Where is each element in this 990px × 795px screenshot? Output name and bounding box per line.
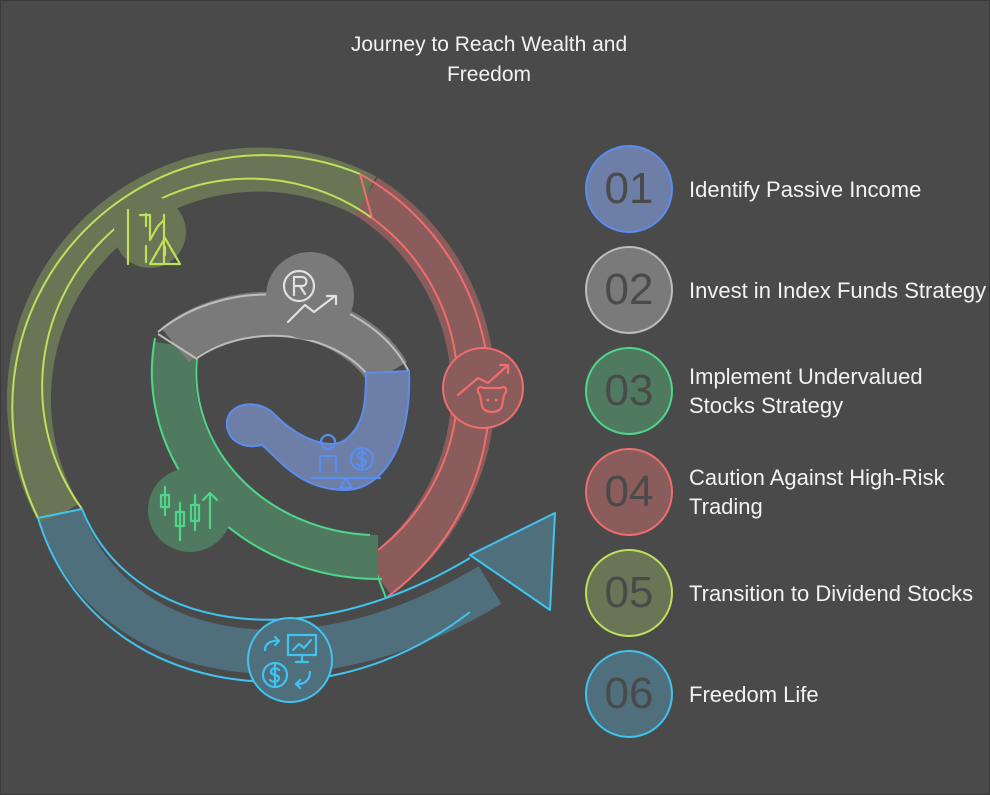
spiral-segment-05: [6, 147, 377, 527]
step-05: 05 Transition to Dividend Stocks: [585, 549, 985, 637]
step-04-number: 04: [585, 448, 673, 536]
step-03-number: 03: [585, 347, 673, 435]
step-05-number: 05: [585, 549, 673, 637]
title-line-2: Freedom: [446, 63, 532, 86]
step-05-label: Transition to Dividend Stocks: [689, 580, 974, 606]
step-01-label: Identify Passive Income: [689, 176, 922, 202]
arrow-head: [469, 512, 556, 611]
step-01-number: 01: [585, 145, 673, 233]
diagram-title: Journey to Reach Wealth and Freedom: [289, 30, 689, 90]
step-03-label: Implement Undervalued Stocks Strategy: [689, 364, 923, 418]
candlestick-chart-icon: [148, 468, 232, 552]
money-exchange-icon: [247, 617, 333, 703]
person-scale-dollar-icon: [310, 433, 382, 490]
step-04: 04 Caution Against High-Risk Trading: [585, 448, 985, 536]
title-line-1: Journey to Reach Wealth and: [350, 33, 628, 56]
step-04-label: Caution Against High-Risk Trading: [689, 465, 945, 519]
bull-market-icon: [442, 347, 524, 429]
spiral-segment-01: [225, 369, 411, 492]
step-03: 03 Implement Undervalued Stocks Strategy: [585, 347, 985, 435]
step-06: 06 Freedom Life: [585, 650, 985, 738]
rupee-growth-icon: [266, 252, 354, 340]
step-02: 02 Invest in Index Funds Strategy: [585, 246, 986, 334]
step-06-number: 06: [585, 650, 673, 738]
step-02-label: Invest in Index Funds Strategy: [689, 277, 987, 303]
step-06-label: Freedom Life: [689, 681, 819, 707]
risk-warning-icon: [114, 196, 186, 268]
step-01: 01 Identify Passive Income: [585, 145, 985, 233]
step-02-number: 02: [585, 246, 673, 334]
spiral-segment-06: [39, 507, 502, 674]
